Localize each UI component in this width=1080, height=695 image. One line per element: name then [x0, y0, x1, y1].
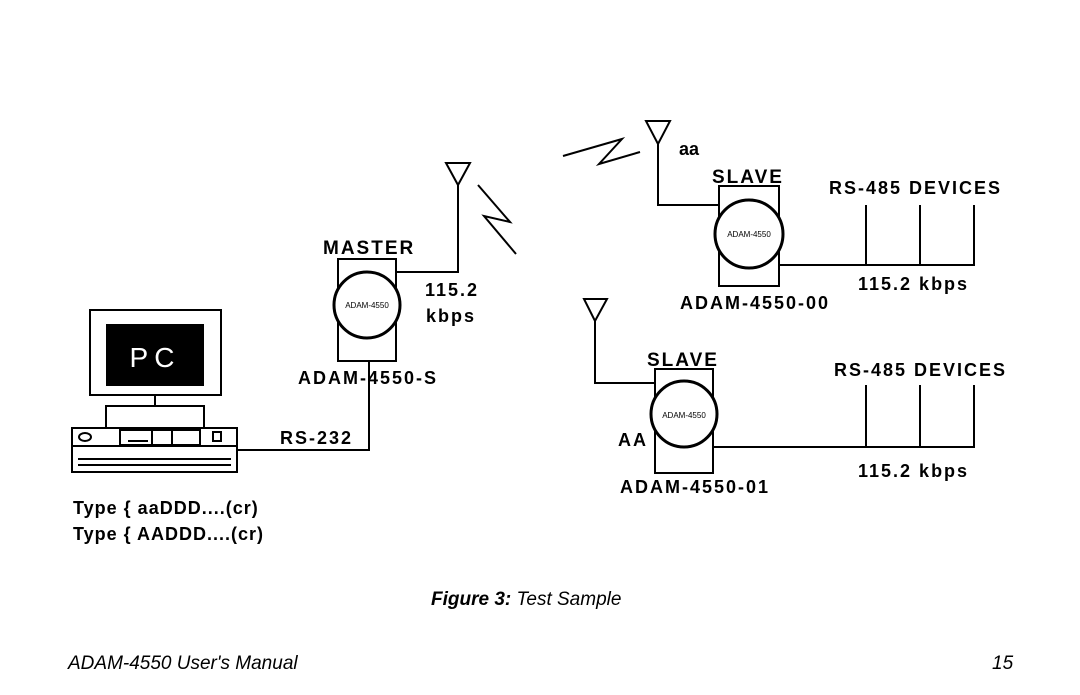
pc-power-button	[78, 432, 92, 442]
figure-title: Test Sample	[516, 589, 622, 610]
slave1-module-dial	[713, 198, 785, 270]
master-antenna-wire	[396, 185, 459, 273]
slave2-antenna-icon	[582, 298, 609, 324]
slave1-antenna-icon	[644, 120, 672, 147]
pc-screen	[106, 324, 204, 386]
slave2-speed-label: 115.2 kbps	[858, 461, 969, 481]
slave1-module	[644, 120, 975, 287]
rs232-cable	[237, 361, 370, 451]
master-speed-value: 115.2	[425, 280, 479, 300]
master-module-label: ADAM-4550	[345, 301, 389, 310]
slave1-speed-label: 115.2 kbps	[858, 274, 969, 294]
slave2-devices-label: RS-485 DEVICES	[834, 360, 1007, 380]
slave1-module-label: ADAM-4550	[727, 230, 771, 239]
slave2-label: SLAVE	[647, 350, 719, 371]
type-command-1: Type { aaDDD....(cr)	[73, 498, 259, 518]
slave1-antenna-wire	[657, 144, 722, 206]
master-speed-unit: kbps	[426, 306, 476, 326]
slave1-address: aa	[679, 139, 700, 159]
footer-manual-title: ADAM-4550 User's Manual	[68, 653, 298, 674]
master-antenna-icon	[444, 162, 472, 188]
slave1-label: SLAVE	[712, 167, 784, 188]
pc-label: PC	[130, 342, 181, 373]
master-module-dial	[332, 270, 402, 340]
slave1-devices-label: RS-485 DEVICES	[829, 178, 1002, 198]
rs232-label: RS-232	[280, 428, 353, 448]
figure-caption: Figure 3: Test Sample	[431, 589, 621, 611]
slave2-address: AA	[618, 430, 648, 450]
pc-computer	[71, 309, 238, 473]
slave2-module	[582, 298, 975, 474]
radio-wave-icon-2	[562, 137, 641, 166]
radio-wave-icon	[477, 184, 517, 255]
figure-number: Figure 3:	[431, 589, 512, 610]
footer-page-number: 15	[992, 653, 1014, 674]
master-module	[237, 162, 472, 451]
master-model-label: ADAM-4550-S	[298, 368, 438, 388]
type-command-2: Type { AADDD....(cr)	[73, 524, 264, 544]
pc-drive-bay	[119, 429, 201, 446]
slave2-antenna-wire	[594, 321, 658, 384]
slave2-model-label: ADAM-4550-01	[620, 477, 770, 497]
slave1-model-label: ADAM-4550-00	[680, 293, 830, 313]
pc-stand	[105, 405, 205, 429]
slave2-module-label: ADAM-4550	[662, 411, 706, 420]
slave2-module-dial	[649, 379, 719, 449]
master-label: MASTER	[323, 238, 415, 259]
